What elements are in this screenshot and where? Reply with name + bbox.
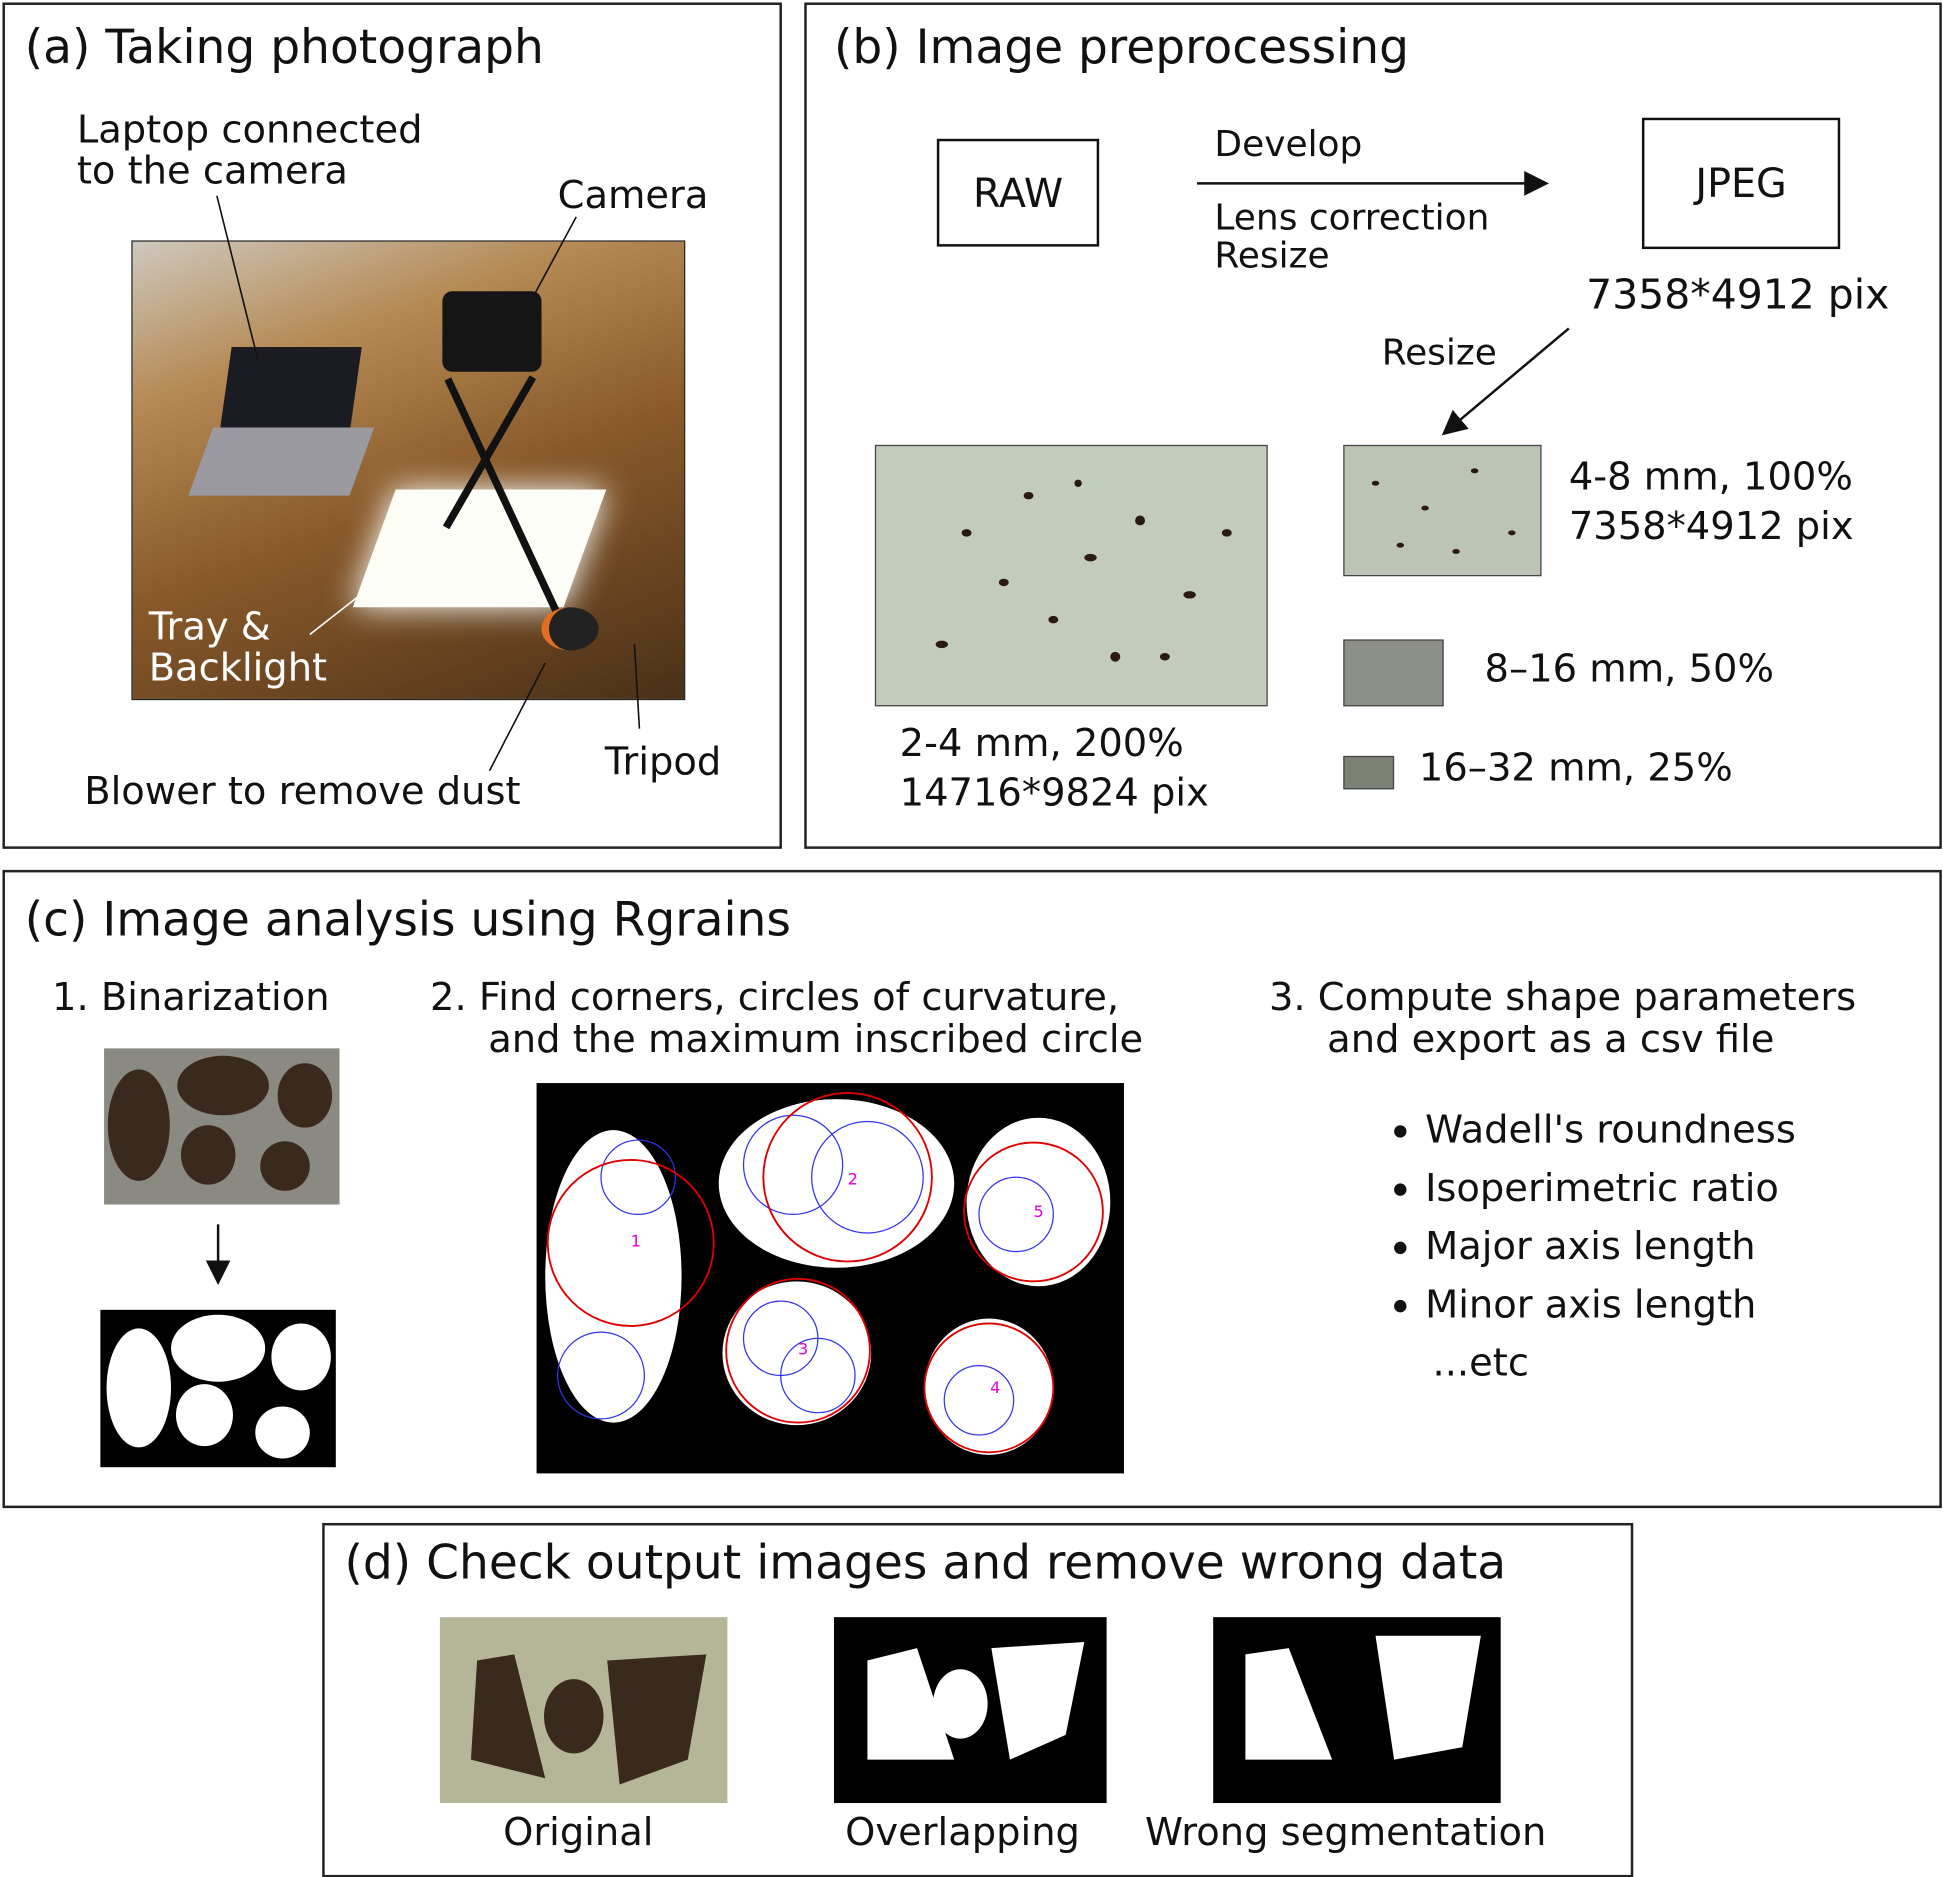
grain-id-2: 2 [847,1171,858,1190]
panel-b [804,2,1942,849]
label-tripod: Tripod [604,739,722,785]
label-16-32mm: 16–32 mm, 25% [1418,745,1733,791]
leader-blower [488,662,546,772]
label-develop: Develop [1214,122,1363,165]
leader-tripod [633,644,641,729]
caption-wrong-segmentation: Wrong segmentation [1145,1810,1547,1856]
camera-body [442,291,542,372]
label-resize-2: Resize [1381,330,1497,373]
step-3-label: 3. Compute shape parameters [1268,975,1857,1020]
grain-id-3: 3 [798,1340,809,1360]
panel-c [2,869,1942,1509]
label-tray: Tray & [148,604,271,650]
label-camera: Camera [557,173,709,219]
jpeg-box: JPEG [1641,117,1841,250]
step-1-label: 1. Binarization [52,975,330,1020]
label-backlight: Backlight [148,645,328,691]
label-resize-1: Resize [1214,234,1330,277]
step-2-label: 2. Find corners, circles of curvature, [430,975,1120,1020]
leader-tray [309,575,385,636]
image-2-4mm [874,444,1268,707]
label-blower: Blower to remove dust [84,769,521,815]
param-item: Wadell's roundness [1425,1107,1796,1153]
label-jpeg-size: 7358*4912 pix [1586,270,1890,319]
raw-box: RAW [936,138,1100,247]
image-8-16mm [1343,639,1444,707]
arrow-resize [1441,327,1570,436]
panel-a [2,2,782,849]
grain-id-4: 4 [990,1379,1001,1398]
label-laptop-2: to the camera [76,148,348,194]
param-item: Isoperimetric ratio [1425,1166,1779,1211]
original-grain-shapes [107,1055,707,1785]
param-etc: ...etc [1432,1340,1529,1386]
photo-setup [131,240,686,701]
caption-original: Original [503,1810,654,1856]
step-2-label-2: and the maximum inscribed circle [488,1017,1144,1062]
panel-c-title: (c) Image analysis using Rgrains [24,892,791,947]
param-item: Minor axis length [1425,1282,1757,1328]
label-2-4mm: 2-4 mm, 200% [899,721,1184,766]
leader-camera [532,216,577,298]
image-16-32mm [1343,755,1395,790]
panel-a-title: (a) Taking photograph [24,19,544,75]
grain-id-1: 1 [630,1233,642,1252]
panel-d [322,1522,1634,1877]
step-3-label-2: and export as a csv file [1327,1017,1775,1062]
leader-laptop [216,195,259,360]
label-4-8mm-size: 7358*4912 pix [1568,504,1854,549]
label-8-16mm: 8–16 mm, 50% [1484,646,1774,692]
label-lens-correction: Lens correction [1214,195,1490,238]
binary-grain-shapes [106,1314,1481,1760]
bullet-dots [1394,1125,1407,1313]
panel-b-title: (b) Image preprocessing [833,19,1409,75]
caption-overlapping: Overlapping [845,1810,1080,1856]
image-4-8mm [1343,444,1542,577]
grain-id-5: 5 [1033,1203,1044,1222]
blower [541,607,599,651]
label-4-8mm: 4-8 mm, 100% [1568,454,1853,500]
label-2-4mm-size: 14716*9824 pix [899,770,1209,816]
rgrains-grains [545,1092,1111,1455]
param-item: Major axis length [1425,1224,1756,1269]
grain-dots [935,468,1516,662]
panel-d-title: (d) Check output images and remove wrong… [344,1535,1507,1590]
label-laptop: Laptop connected [76,107,423,153]
